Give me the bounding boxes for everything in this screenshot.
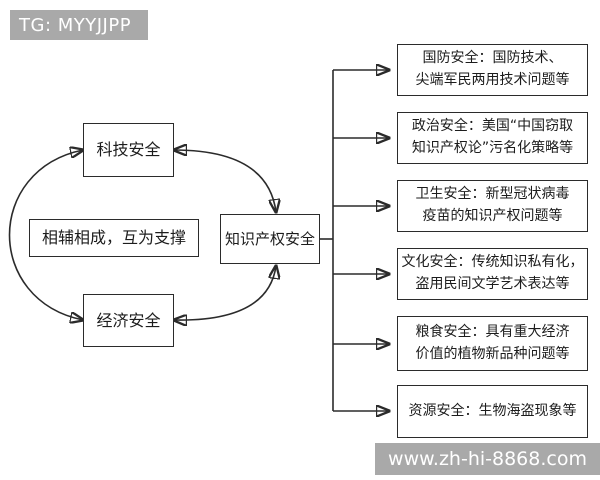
node-cultural-security: 文化安全：传统知识私有化， 盗用民间文学艺术表达等	[397, 248, 588, 300]
node-relation-note: 相辅相成，互为支撑	[29, 219, 199, 257]
arc-tech-economic	[8, 150, 84, 320]
node-tech-security: 科技安全	[83, 123, 174, 177]
site-watermark-badge: www.zh-hi-8868.com	[375, 443, 600, 475]
node-defense-security: 国防安全：国防技术、 尖端军民两用技术问题等	[397, 44, 588, 96]
curve-tech-center	[174, 150, 276, 212]
node-economic-security: 经济安全	[83, 294, 174, 347]
curve-economic-center	[174, 266, 276, 320]
node-resource-security: 资源安全：生物海盗现象等	[397, 385, 588, 438]
tg-watermark-badge: TG: MYYJJPP	[10, 10, 148, 40]
node-political-security: 政治安全：美国“中国窃取 知识产权论”污名化策略等	[397, 112, 588, 164]
node-ip-security: 知识产权安全	[220, 214, 320, 264]
node-health-security: 卫生安全：新型冠状病毒 疫苗的知识产权问题等	[397, 180, 588, 232]
node-food-security: 粮食安全：具有重大经济 价值的植物新品种问题等	[397, 316, 588, 371]
